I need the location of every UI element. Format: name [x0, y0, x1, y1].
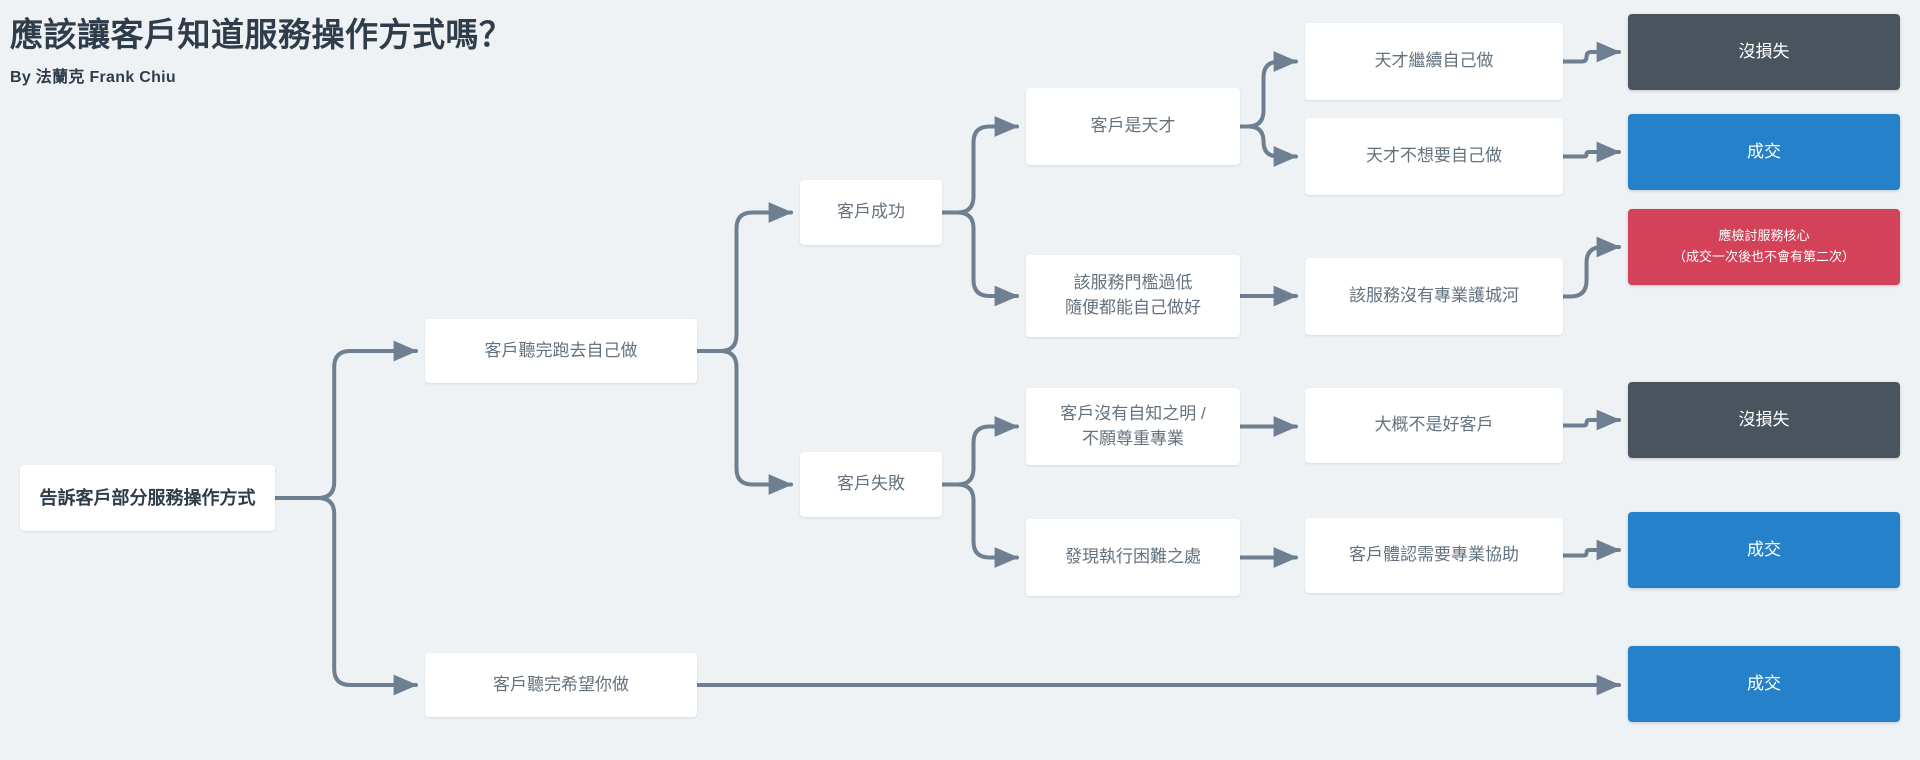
connector-l3a-to-l4a	[940, 116, 1019, 215]
header: 應該讓客戶知道服務操作方式嗎？ By 法蘭克 Frank Chiu	[10, 14, 810, 87]
flow-node-l2b: 客戶聽完希望你做	[425, 653, 697, 717]
flow-node-out2: 成交	[1628, 114, 1900, 190]
connector-l2a-to-l3a	[695, 202, 793, 353]
flow-node-out3: 應檢討服務核心 （成交一次後也不會有第二次）	[1628, 209, 1900, 285]
connector-l2a-to-l3b	[695, 349, 793, 495]
connector-l5e-to-out5	[1561, 539, 1621, 561]
flow-node-l4c: 客戶沒有自知之明 / 不願尊重專業	[1026, 388, 1240, 465]
flow-node-out6: 成交	[1628, 646, 1900, 722]
connector-l5b-to-out2	[1561, 141, 1621, 163]
flow-node-l4d: 發現執行困難之處	[1026, 519, 1240, 596]
connector-l5d-to-out4	[1561, 409, 1621, 431]
connector-root-to-l2b	[273, 496, 418, 696]
flow-node-out1: 沒損失	[1628, 14, 1900, 90]
connector-l3b-to-l4c	[940, 416, 1019, 487]
flow-node-l5a: 天才繼續自己做	[1305, 23, 1563, 100]
flow-node-l5b: 天才不想要自己做	[1305, 118, 1563, 195]
connector-l3a-to-l4b	[940, 210, 1019, 307]
flow-node-l4a: 客戶是天才	[1026, 88, 1240, 165]
flow-node-out4: 沒損失	[1628, 382, 1900, 458]
connector-l5c-to-out3	[1561, 236, 1621, 299]
flow-node-l2a: 客戶聽完跑去自己做	[425, 319, 697, 383]
connector-l5a-to-out1	[1561, 41, 1621, 64]
page-title: 應該讓客戶知道服務操作方式嗎？	[10, 16, 513, 53]
flow-node-l3a: 客戶成功	[800, 180, 942, 245]
connector-l3b-to-l4d	[940, 482, 1019, 568]
flow-node-l4b: 該服務門檻過低 隨便都能自己做好	[1026, 255, 1240, 337]
connector-l4a-to-l5a	[1238, 51, 1298, 129]
connector-l4a-to-l5b	[1238, 124, 1298, 167]
flow-node-l3b: 客戶失敗	[800, 452, 942, 517]
author-byline: By 法蘭克 Frank Chiu	[10, 69, 177, 87]
flow-node-l5e: 客戶體認需要專業協助	[1305, 518, 1563, 593]
flow-node-out5: 成交	[1628, 512, 1900, 588]
flow-node-l5c: 該服務沒有專業護城河	[1305, 258, 1563, 335]
connector-root-to-l2a	[273, 340, 418, 500]
flow-node-root: 告訴客戶部分服務操作方式	[20, 465, 275, 531]
flow-node-l5d: 大概不是好客戶	[1305, 388, 1563, 463]
